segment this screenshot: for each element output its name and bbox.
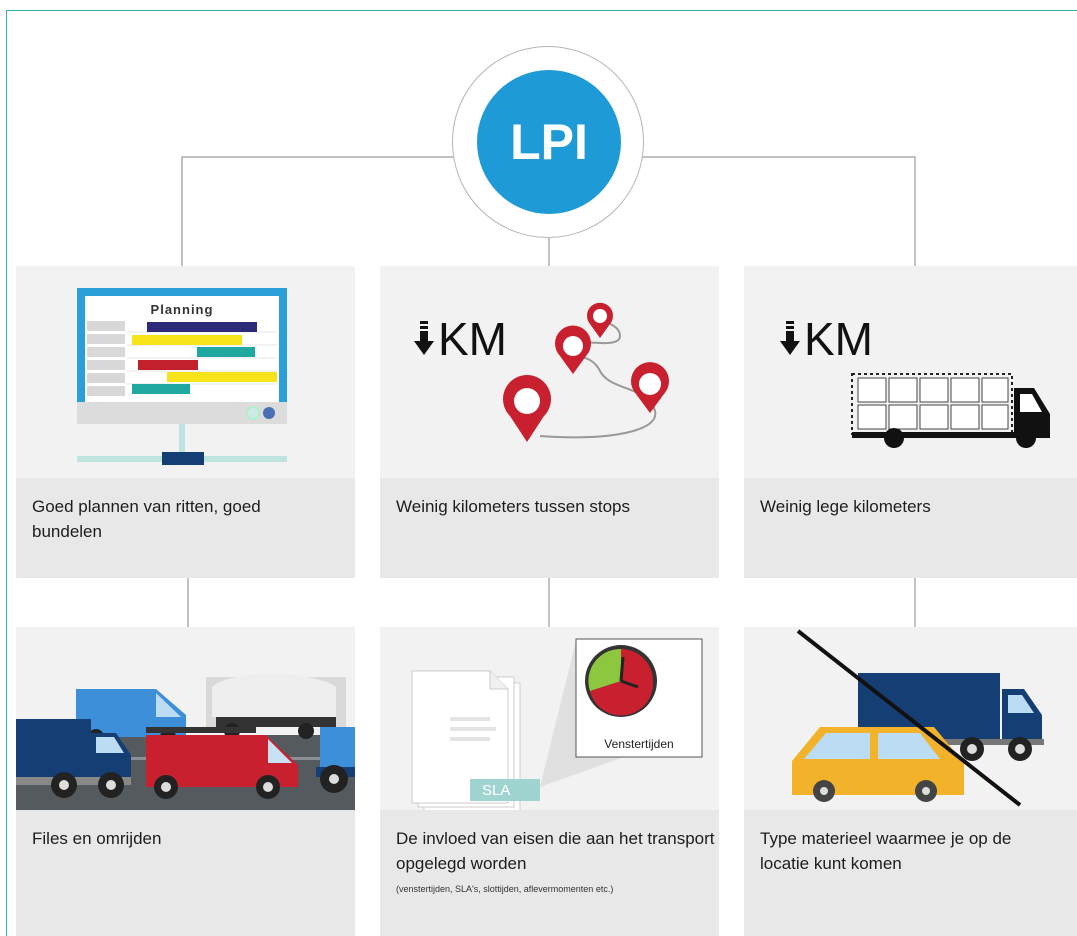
caption-text: Files en omrijden <box>32 829 162 848</box>
caption-text: Type materieel waarmee je op de locatie … <box>760 829 1012 873</box>
caption-text: Weinig lege kilometers <box>760 497 931 516</box>
pin-small-icon <box>587 302 613 338</box>
caption-text: Goed plannen van ritten, goed bundelen <box>32 497 261 541</box>
traffic-jam-icon <box>16 627 355 810</box>
card-caption: Files en omrijden <box>16 810 355 936</box>
lpi-hub: LPI <box>477 70 621 214</box>
planning-monitor-icon: Planning <box>16 266 355 478</box>
outer-frame <box>6 10 1077 936</box>
pin-mid-icon <box>555 325 591 374</box>
caption-text: De invloed van eisen die aan het transpo… <box>396 829 715 873</box>
card-route: KM Weinig kilometers tussen stops <box>380 266 719 578</box>
clock-label: Venstertijden <box>604 737 673 751</box>
card-empty-km: KM Weinig lege kilometers <box>744 266 1077 578</box>
empty-truck-icon <box>744 266 1077 478</box>
km-label: KM <box>414 312 507 366</box>
document-clock-icon: SLA Venstertijden <box>380 627 719 814</box>
card-planning: Planning Goed plannen van ri <box>16 266 355 578</box>
card-caption: Goed plannen van ritten, goed bundelen <box>16 478 355 578</box>
caption-text: Weinig kilometers tussen stops <box>396 497 631 516</box>
card-vehicle-type: Type materieel waarmee je op de locatie … <box>744 627 1077 936</box>
caption-note: (venstertijden, SLA's, slottijden, aflev… <box>396 884 614 894</box>
screen-title: Planning <box>151 302 214 317</box>
route-pins-icon <box>380 266 719 478</box>
card-caption: De invloed van eisen die aan het transpo… <box>380 810 719 936</box>
sla-label: SLA <box>482 782 510 799</box>
vehicle-type-icon <box>744 627 1077 810</box>
pin-right-icon <box>631 362 669 413</box>
card-traffic: Files en omrijden <box>16 627 355 936</box>
card-caption: Weinig lege kilometers <box>744 478 1077 578</box>
card-caption: Type materieel waarmee je op de locatie … <box>744 810 1077 936</box>
pin-large-icon <box>503 375 551 442</box>
card-requirements: SLA Venstertijden De invloed van eisen d… <box>380 627 719 936</box>
km-label: KM <box>780 312 873 366</box>
card-caption: Weinig kilometers tussen stops <box>380 478 719 578</box>
arrow-down-icon <box>414 321 434 355</box>
arrow-down-icon <box>780 321 800 355</box>
